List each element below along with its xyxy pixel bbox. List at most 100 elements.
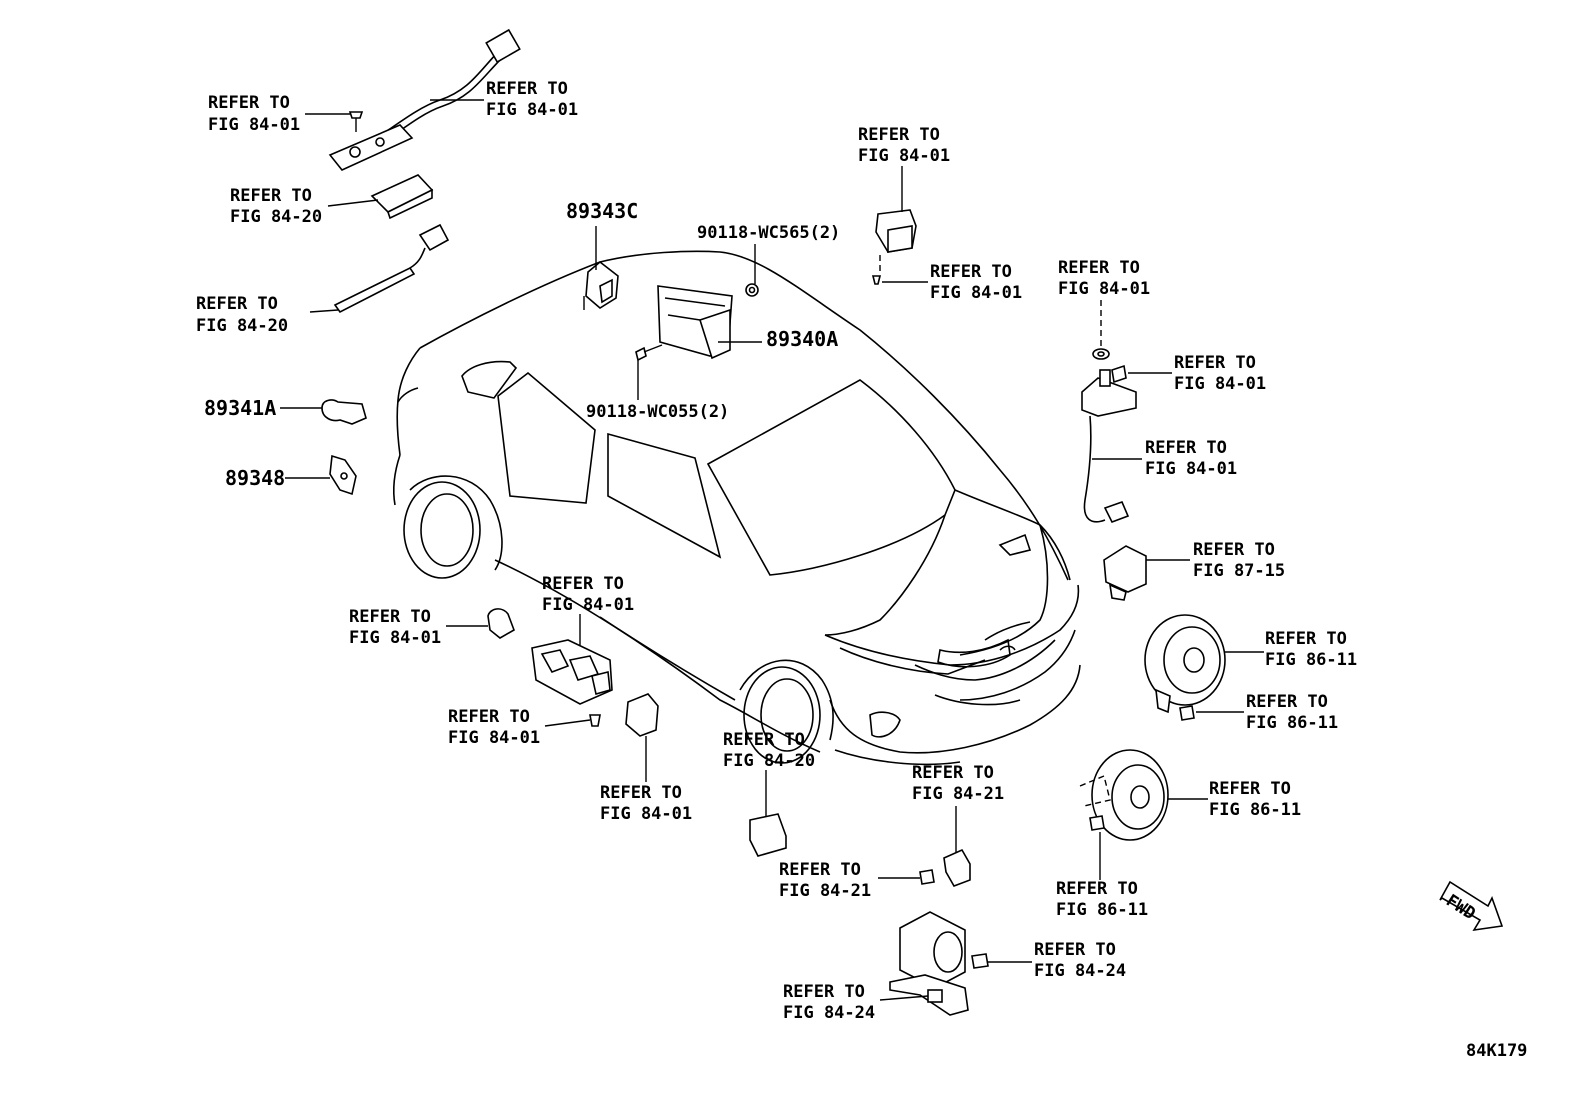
ref-label-3: REFER TO FIG 84-20 — [230, 186, 322, 227]
ref-line2: FIG 84-01 — [930, 283, 1022, 303]
bracket-sensor-part — [1081, 369, 1137, 524]
ref-line2: FIG 84-20 — [196, 316, 288, 336]
buzzer-part — [889, 911, 969, 1016]
ref-line2: FIG 84-01 — [542, 595, 634, 615]
ref-line2: FIG 84-01 — [486, 100, 578, 120]
nut-part — [745, 283, 759, 297]
ref-line1: REFER TO — [1209, 779, 1291, 799]
sensor-part — [943, 848, 971, 887]
ref-line2: FIG 84-01 — [448, 728, 540, 748]
ref-line2: FIG 86-11 — [1209, 800, 1301, 820]
ref-label-7: REFER TO FIG 84-01 — [1058, 258, 1150, 299]
bolt-part — [1089, 815, 1105, 831]
ref-label-20: REFER TO FIG 84-21 — [779, 860, 871, 901]
ref-line2: FIG 84-21 — [912, 784, 1004, 804]
window-switch-part — [531, 639, 613, 705]
ref-label-11: REFER TO FIG 84-01 — [542, 574, 634, 615]
ref-line1: REFER TO — [1193, 540, 1275, 560]
ref-line1: REFER TO — [600, 783, 682, 803]
ref-line2: FIG 84-01 — [1174, 374, 1266, 394]
ref-line2: FIG 84-01 — [208, 115, 300, 135]
ref-line2: FIG 84-21 — [779, 881, 871, 901]
ref-line1: REFER TO — [230, 186, 312, 206]
washer-part — [1092, 348, 1110, 360]
ref-label-8: REFER TO FIG 84-01 — [1174, 353, 1266, 394]
sensor-part — [487, 608, 515, 639]
ref-line2: FIG 86-11 — [1056, 900, 1148, 920]
ref-line1: REFER TO — [930, 262, 1012, 282]
bracket-89348-part — [329, 454, 357, 496]
part-number-90118-WC565: 90118-WC565(2) — [697, 223, 840, 243]
ref-line1: REFER TO — [349, 607, 431, 627]
ref-line2: FIG 84-01 — [858, 146, 950, 166]
ref-line1: REFER TO — [912, 763, 994, 783]
ref-label-23: REFER TO FIG 84-24 — [783, 982, 875, 1023]
screw-part — [348, 111, 364, 132]
part-number-89343C: 89343C — [566, 199, 638, 223]
ref-line2: FIG 84-24 — [1034, 961, 1126, 981]
bolt-part — [1179, 705, 1195, 721]
ref-line2: FIG 86-11 — [1246, 713, 1338, 733]
ref-line2: FIG 84-01 — [1058, 279, 1150, 299]
module-part — [370, 174, 434, 220]
switch-part — [625, 693, 659, 737]
ref-label-1: REFER TO FIG 84-01 — [208, 93, 300, 135]
ref-label-10: REFER TO FIG 87-15 — [1193, 540, 1285, 581]
part-number-90118-WC055: 90118-WC055(2) — [586, 402, 729, 422]
ref-line1: REFER TO — [1246, 692, 1328, 712]
ref-label-14: REFER TO FIG 86-11 — [1246, 692, 1338, 733]
ref-line2: FIG 84-20 — [230, 207, 322, 227]
switch-part — [875, 209, 917, 253]
ref-label-6: REFER TO FIG 84-01 — [930, 262, 1022, 303]
ref-label-21: REFER TO FIG 86-11 — [1056, 879, 1148, 920]
ref-line1: REFER TO — [783, 982, 865, 1002]
ref-line2: FIG 84-24 — [783, 1003, 875, 1023]
ref-line1: REFER TO — [1145, 438, 1227, 458]
part-number-89348: 89348 — [225, 466, 285, 490]
module-part — [749, 813, 787, 857]
ref-line2: FIG 86-11 — [1265, 650, 1357, 670]
ref-line1: REFER TO — [1265, 629, 1347, 649]
ref-line1: REFER TO — [1058, 258, 1140, 278]
horn-part — [1079, 749, 1169, 841]
ref-label-4: REFER TO FIG 84-20 — [196, 294, 288, 336]
ref-label-16: REFER TO FIG 84-01 — [600, 783, 692, 824]
bolt-part — [919, 869, 935, 885]
ref-line1: REFER TO — [723, 730, 805, 750]
leader-lines — [280, 99, 1264, 1001]
ref-line1: REFER TO — [542, 574, 624, 594]
bolt-part — [1111, 364, 1127, 384]
ref-label-17: REFER TO FIG 84-20 — [723, 730, 815, 771]
ref-label-15: REFER TO FIG 84-01 — [448, 707, 540, 748]
relay-89343C-part — [583, 260, 619, 310]
screw-part — [589, 714, 601, 727]
bolt-part — [635, 344, 663, 362]
sensor-rod-part — [333, 223, 450, 314]
ref-line1: REFER TO — [1174, 353, 1256, 373]
ref-label-5: REFER TO FIG 84-01 — [858, 125, 950, 166]
diagram-code: 84K179 — [1466, 1041, 1527, 1061]
ref-line1: REFER TO — [196, 294, 278, 314]
ref-line1: REFER TO — [1034, 940, 1116, 960]
ref-line1: REFER TO — [858, 125, 940, 145]
ref-line2: FIG 84-01 — [1145, 459, 1237, 479]
ref-label-22: REFER TO FIG 84-24 — [1034, 940, 1126, 981]
forward-arrow-icon: FWD — [1439, 880, 1504, 932]
ref-label-9: REFER TO FIG 84-01 — [1145, 438, 1237, 479]
sensor-89341A-part — [321, 399, 367, 425]
screw-part — [871, 275, 882, 285]
bolt-part — [971, 953, 989, 969]
ref-line1: REFER TO — [486, 79, 568, 99]
horn-part — [1144, 614, 1226, 714]
ref-line1: REFER TO — [208, 93, 290, 113]
ref-label-18: REFER TO FIG 84-21 — [912, 763, 1004, 804]
part-number-89341A: 89341A — [204, 396, 276, 420]
ref-line1: REFER TO — [779, 860, 861, 880]
ref-line2: FIG 84-01 — [600, 804, 692, 824]
part-number-89340A: 89340A — [766, 327, 838, 351]
ref-label-2: REFER TO FIG 84-01 — [486, 79, 578, 120]
ref-label-19: REFER TO FIG 86-11 — [1209, 779, 1301, 820]
vehicle-outline — [393, 250, 1081, 766]
